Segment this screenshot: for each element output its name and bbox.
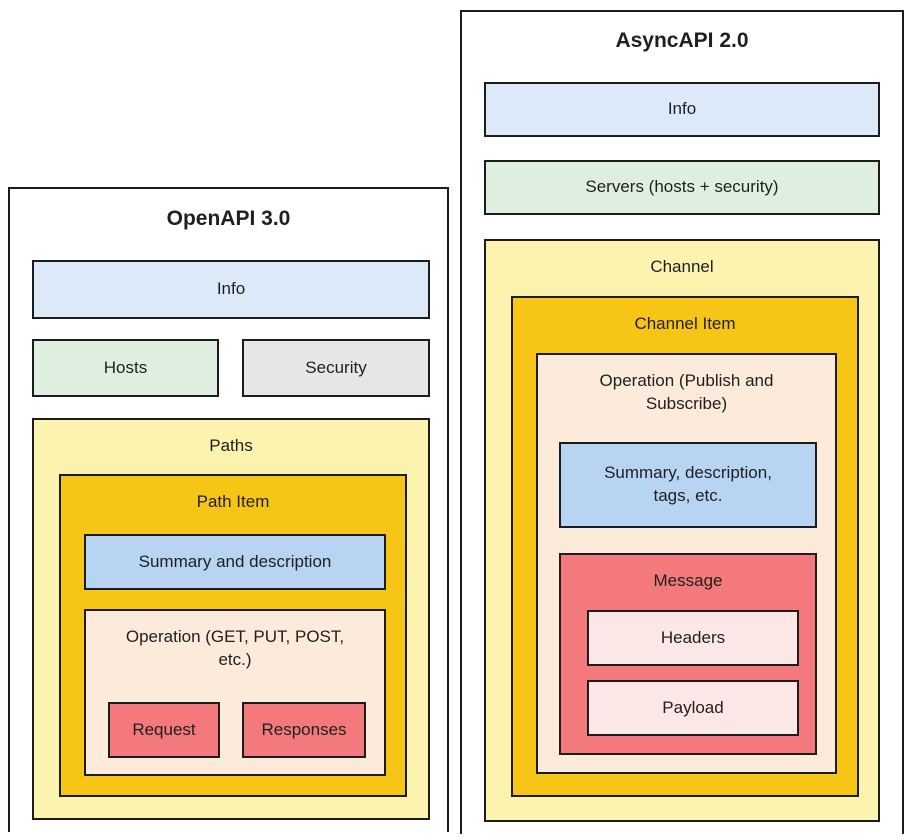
openapi-security-label: Security — [305, 357, 367, 377]
asyncapi-info-label: Info — [667, 99, 697, 119]
asyncapi-summary-label: Summary, description, tags, etc. — [604, 463, 772, 505]
openapi-responses-box: Responses — [242, 702, 366, 758]
asyncapi-operation-box: Operation (Publish and Subscribe) Summar… — [536, 353, 837, 774]
asyncapi-summary-box: Summary, description, tags, etc. — [559, 442, 817, 528]
asyncapi-channel-label: Channel — [650, 257, 714, 276]
openapi-info-box: Info — [32, 260, 430, 319]
openapi-request-label: Request — [132, 719, 196, 739]
openapi-summary-label: Summary and description — [138, 551, 332, 571]
asyncapi-info-box: Info — [484, 82, 880, 137]
openapi-paths-label: Paths — [209, 436, 253, 455]
openapi-info-label: Info — [216, 279, 246, 299]
asyncapi-headers-label: Headers — [660, 627, 726, 647]
openapi-hosts-label: Hosts — [103, 357, 148, 377]
asyncapi-channel-box: Channel Channel Item Operation (Publish … — [484, 239, 880, 822]
asyncapi-servers-label: Servers (hosts + security) — [585, 177, 779, 197]
asyncapi-channel-item-box: Channel Item Operation (Publish and Subs… — [511, 296, 859, 797]
openapi-security-box: Security — [242, 339, 430, 397]
asyncapi-panel: AsyncAPI 2.0 Info Servers (hosts + secur… — [460, 10, 904, 834]
openapi-responses-label: Responses — [261, 719, 347, 739]
openapi-operation-label: Operation (GET, PUT, POST, etc.) — [125, 627, 345, 669]
asyncapi-message-label: Message — [653, 571, 723, 590]
asyncapi-payload-box: Payload — [587, 680, 799, 736]
openapi-operation-box: Operation (GET, PUT, POST, etc.) Request… — [84, 609, 386, 776]
asyncapi-payload-label: Payload — [662, 697, 724, 717]
openapi-summary-box: Summary and description — [84, 534, 386, 590]
openapi-path-item-label: Path Item — [196, 492, 270, 511]
openapi-hosts-box: Hosts — [32, 339, 219, 397]
asyncapi-servers-box: Servers (hosts + security) — [484, 160, 880, 215]
asyncapi-headers-box: Headers — [587, 610, 799, 666]
openapi-panel: OpenAPI 3.0 Info Hosts Security Paths Pa… — [8, 187, 449, 832]
asyncapi-channel-item-label: Channel Item — [634, 314, 736, 333]
openapi-request-box: Request — [108, 702, 220, 758]
openapi-paths-box: Paths Path Item Summary and description … — [32, 418, 430, 820]
openapi-path-item-box: Path Item Summary and description Operat… — [59, 474, 407, 797]
asyncapi-message-box: Message Headers Payload — [559, 553, 817, 755]
asyncapi-title: AsyncAPI 2.0 — [615, 29, 749, 52]
openapi-title: OpenAPI 3.0 — [166, 207, 291, 230]
asyncapi-operation-label: Operation (Publish and Subscribe) — [599, 371, 774, 413]
